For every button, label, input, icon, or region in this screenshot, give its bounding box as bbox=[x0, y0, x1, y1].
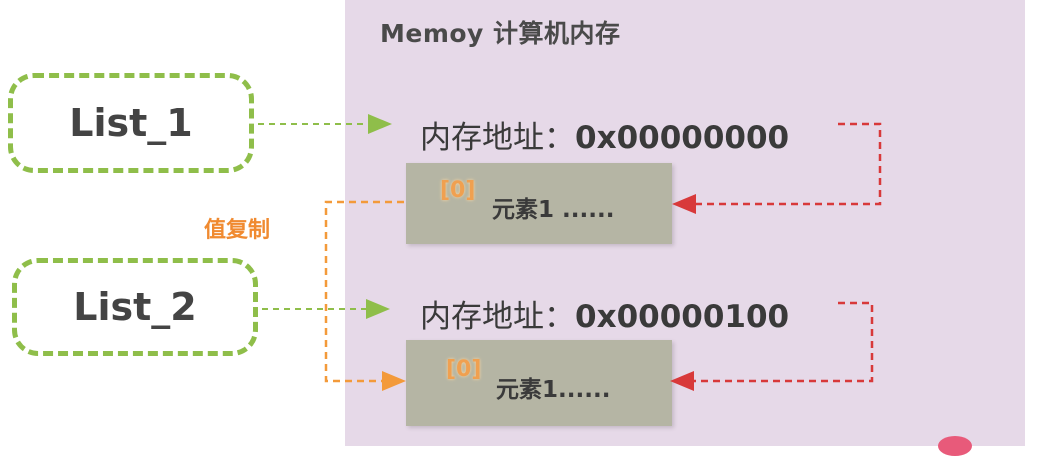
list-2-label: List_2 bbox=[73, 285, 197, 329]
address-1-value: 0x00000000 bbox=[575, 120, 790, 156]
address-2-label: 内存地址： bbox=[420, 299, 575, 335]
connector-arrows bbox=[258, 114, 882, 391]
memory-title: Memoy 计算机内存 bbox=[380, 19, 621, 48]
value-copy-label: 值复制 bbox=[204, 218, 271, 243]
element-box-2 bbox=[406, 340, 672, 426]
address-1-label: 内存地址： bbox=[420, 120, 575, 156]
memory-address-1: 内存地址：0x00000000 bbox=[420, 112, 789, 157]
address-2-value: 0x00000100 bbox=[575, 299, 790, 335]
element-2-text: 元素1...... bbox=[496, 377, 611, 403]
list-2-box: List_2 bbox=[12, 258, 258, 356]
value-copy-arrow bbox=[324, 200, 404, 383]
element-2-index: [0] bbox=[446, 357, 482, 382]
orange-arrowhead bbox=[382, 371, 406, 391]
list-1-box: List_1 bbox=[8, 73, 254, 173]
diagram-canvas: Memoy 计算机内存 List_1 List_2 内存地址：0x0000000… bbox=[8, 0, 1025, 456]
list2-arrowhead bbox=[366, 299, 390, 319]
corner-badge bbox=[938, 436, 972, 456]
list1-arrowhead bbox=[368, 114, 392, 134]
list-1-label: List_1 bbox=[69, 101, 193, 145]
address1-to-element1-arrow bbox=[696, 122, 882, 206]
element-1-text: 元素1 ...... bbox=[492, 197, 615, 223]
element-box-1 bbox=[406, 163, 672, 244]
memory-address-2: 内存地址：0x00000100 bbox=[420, 291, 789, 336]
address2-to-element2-arrow bbox=[694, 301, 874, 383]
red-arrowhead-1 bbox=[672, 194, 696, 214]
red-arrowhead-2 bbox=[670, 371, 694, 391]
element-1-index: [0] bbox=[440, 178, 476, 203]
